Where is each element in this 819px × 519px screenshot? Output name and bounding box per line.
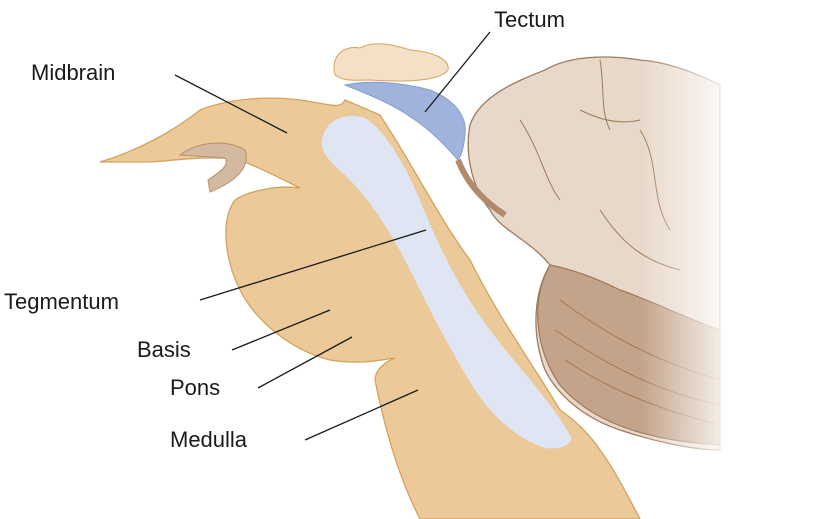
tegmentum-leader-line xyxy=(199,229,427,301)
medulla-label: Medulla xyxy=(170,427,248,452)
pineal-region xyxy=(333,43,449,82)
mammillary-region xyxy=(178,142,247,193)
pons-label: Pons xyxy=(170,375,220,400)
cerebellum xyxy=(467,50,740,460)
medulla-leader-line xyxy=(304,389,419,441)
tegmentum-region xyxy=(321,116,571,449)
midbrain-label: Midbrain xyxy=(31,60,115,85)
tectum-region xyxy=(343,81,466,161)
pons-leader-line xyxy=(257,336,353,389)
midbrain-leader-line xyxy=(174,74,288,134)
basis-label: Basis xyxy=(137,337,191,362)
tegmentum-label: Tegmentum xyxy=(4,289,119,314)
cerebellum-fade xyxy=(640,50,740,460)
tectum-label: Tectum xyxy=(494,7,565,32)
tectum-leader-line xyxy=(424,31,491,113)
aqueduct-stalk xyxy=(455,158,507,218)
basis-leader-line xyxy=(231,309,331,351)
